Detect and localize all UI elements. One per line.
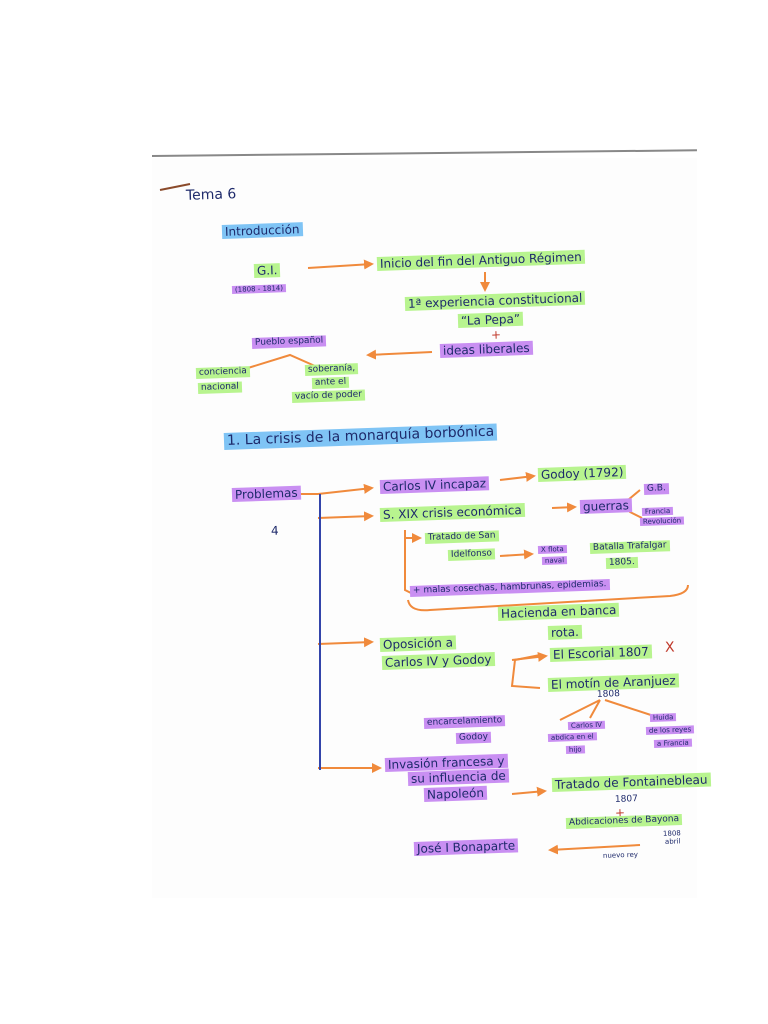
circled-number: 4	[270, 523, 279, 538]
batalla-line2: 1805.	[605, 556, 638, 569]
godoy-note: Godoy (1792)	[537, 464, 627, 483]
francia-note: Francia	[641, 506, 674, 517]
branch-pueblo	[234, 353, 316, 373]
bracket-malas	[407, 584, 689, 612]
conciencia-line2: nacional	[197, 381, 243, 394]
plus-sign-1: +	[490, 327, 502, 342]
soberania-line2: ante el	[311, 376, 350, 389]
xflota-line1: X flota	[537, 544, 567, 555]
gi-label: G.I.	[253, 263, 281, 279]
arrow-guerras	[551, 502, 577, 513]
arrow-oposicion	[317, 637, 374, 648]
invasion-line3: Napoleón	[423, 785, 488, 803]
arrow-bayona-jose	[548, 844, 641, 855]
oposicion-line1: Oposición a	[379, 635, 457, 653]
motin-year: 1808	[596, 689, 621, 700]
arrow-carlos	[317, 483, 374, 495]
x-mark: X	[664, 639, 675, 656]
arrow-godoy	[499, 471, 536, 482]
tema-underline	[159, 183, 191, 191]
huida-line3: a Francia	[653, 738, 692, 749]
gb-note: G.B.	[643, 483, 670, 495]
intro-heading: Introducción	[221, 222, 303, 240]
arrow-sxix	[317, 511, 374, 522]
guerras-note: guerras	[579, 498, 633, 515]
pepa-note: “La Pepa”	[457, 311, 524, 329]
bayona-month: abril	[664, 837, 681, 846]
branch-motin	[559, 699, 661, 721]
hacienda-line2: rota.	[547, 624, 583, 641]
soberania-line1: soberanía,	[304, 363, 359, 376]
fontaine-year: 1807	[614, 794, 639, 805]
nuevo-rey-note: nuevo rey	[602, 850, 639, 860]
arrow-escorial	[511, 651, 548, 662]
arrow-idelfonso	[499, 549, 534, 560]
tema-title: Tema 6	[185, 186, 237, 204]
tratado-line2: Idelfonso	[447, 548, 496, 561]
huida-line1: Huida	[649, 713, 677, 723]
arrow-gi-inicio	[307, 259, 374, 270]
conciencia-line1: conciencia	[195, 366, 250, 379]
xflota-line2: naval	[541, 556, 568, 566]
abdica-line1: Carlos IV	[567, 720, 606, 731]
revolucion-note: Revolución	[639, 516, 685, 527]
problemas-label: Problemas	[231, 485, 301, 503]
huida-line2: de los reyes	[645, 725, 695, 736]
abdica-line3: hijo	[565, 745, 585, 755]
abdica-line2: abdica en el	[547, 732, 597, 743]
arrow-napoleon	[511, 786, 547, 797]
arrow-ideas-pueblo	[366, 349, 433, 360]
encarcel-line2: Godoy	[455, 731, 492, 744]
